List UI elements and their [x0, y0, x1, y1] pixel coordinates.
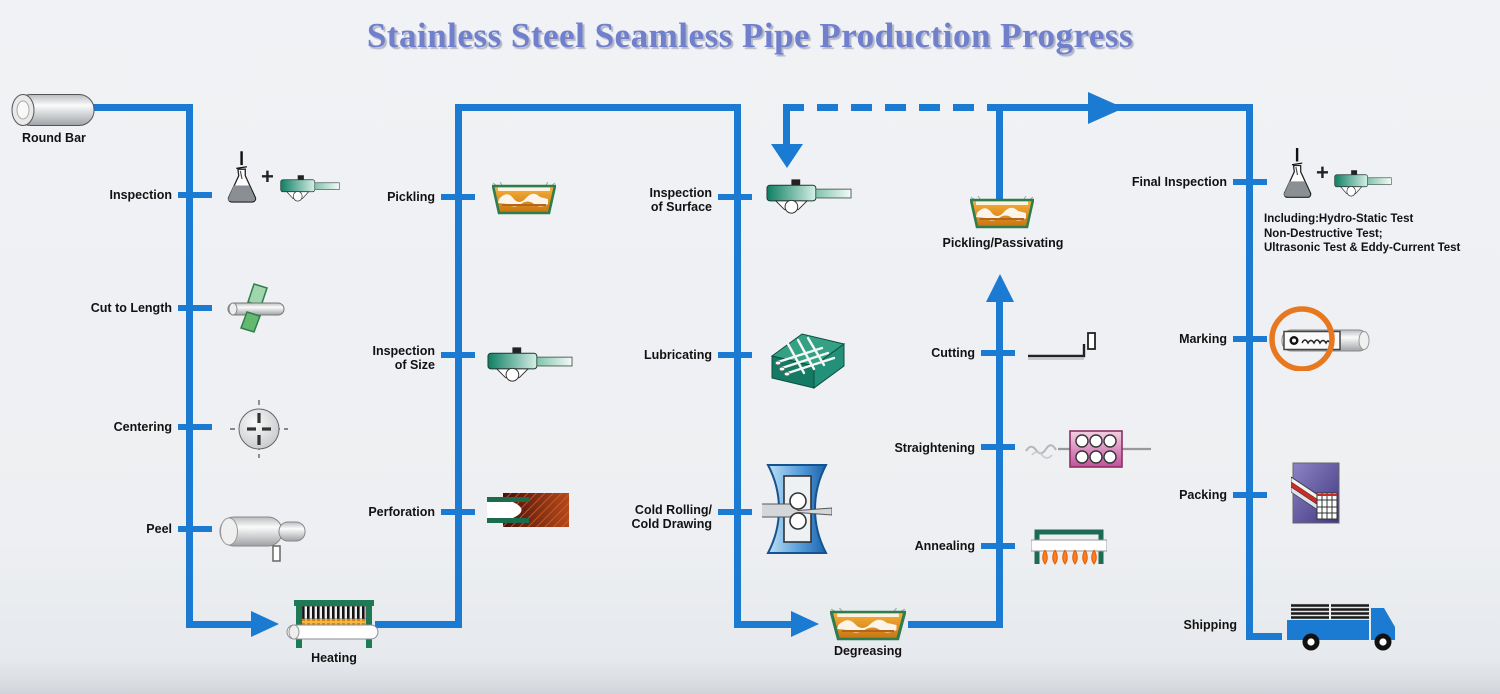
label-pickling-passivating: Pickling/Passivating [942, 236, 1064, 250]
arrow-down-to-surface-inspection [771, 144, 803, 168]
flow-line-col1-bottom [186, 621, 252, 628]
page-title: Stainless Steel Seamless Pipe Production… [366, 16, 1134, 55]
tick-cold-rolling [718, 509, 752, 515]
flow-line-heating-out [375, 621, 460, 628]
piercing-die-icon [487, 493, 569, 527]
label-inspection-of-surface: Inspection of Surface [649, 186, 712, 214]
annealing-furnace-icon [1031, 529, 1107, 565]
caliper-icon [487, 344, 573, 384]
arrow-into-degreasing [791, 611, 819, 637]
label-lubricating: Lubricating [643, 348, 712, 362]
label-inspection: Inspection [109, 188, 172, 202]
label-cut-to-length: Cut to Length [90, 301, 172, 315]
acid-bath-tank-icon [970, 196, 1034, 230]
label-degreasing: Degreasing [833, 644, 903, 658]
plus-icon: + [261, 164, 274, 189]
label-centering: Centering [113, 420, 172, 434]
marked-pipe-circled-icon [1269, 306, 1370, 371]
arrow-top-to-final [1088, 92, 1124, 124]
tick-marking [1233, 336, 1267, 342]
label-inspection-of-size: Inspection of Size [372, 344, 435, 372]
flow-line-top-b [996, 104, 1253, 111]
caliper-icon [1334, 168, 1392, 198]
flow-line-col5-vertical [1246, 104, 1253, 640]
label-shipping: Shipping [1183, 618, 1237, 632]
steel-round-bar-icon [11, 94, 95, 126]
arrow-into-heating [251, 611, 279, 637]
tick-inspection [178, 192, 212, 198]
tick-pickling [441, 194, 475, 200]
label-final-inspection-note: Including:Hydro-Static Test Non-Destruct… [1264, 213, 1461, 254]
tick-cutting [981, 350, 1015, 356]
acid-bath-tank-icon [830, 608, 906, 642]
tick-centering [178, 424, 212, 430]
label-straightening: Straightening [894, 441, 975, 455]
tick-inspection-of-surface [718, 194, 752, 200]
flow-line-col4-vertical-high [996, 104, 1003, 202]
label-round-bar: Round Bar [22, 131, 86, 145]
straightening-rolls-icon [1025, 430, 1151, 468]
cut-pipe-icon [1028, 332, 1096, 360]
crosshair-center-icon [230, 400, 288, 458]
flow-line-col4-vertical-low [996, 300, 1003, 628]
tick-inspection-of-size [441, 352, 475, 358]
label-final-inspection: Final Inspection [1131, 175, 1227, 189]
flow-line-col3-bottom [734, 621, 792, 628]
label-heating: Heating [311, 651, 357, 665]
flow-line-loopback-stub [783, 111, 790, 145]
flow-line-col3-vertical [734, 104, 741, 628]
label-perforation: Perforation [368, 505, 435, 519]
flow-dashed-loopback [783, 104, 997, 111]
tick-straightening [981, 444, 1015, 450]
flow-line-col2-vertical [455, 104, 462, 628]
saw-cutting-bar-icon [227, 283, 285, 333]
label-peel: Peel [146, 522, 172, 536]
caliper-icon [766, 176, 852, 216]
plus-icon: + [1316, 160, 1329, 185]
flask-icon [224, 146, 260, 212]
tick-packing [1233, 492, 1267, 498]
flow-line-col1-vertical [186, 104, 193, 628]
induction-furnace-icon [286, 600, 379, 648]
peeled-bar-icon [219, 516, 306, 562]
arrow-up-to-passivating [986, 274, 1014, 302]
truck-icon [1287, 603, 1395, 651]
caliper-icon [280, 173, 340, 203]
tick-perforation [441, 509, 475, 515]
label-cold-rolling: Cold Rolling/ Cold Drawing [631, 503, 712, 531]
tick-lubricating [718, 352, 752, 358]
label-packing: Packing [1179, 488, 1227, 502]
lubrication-box-icon [770, 333, 846, 389]
flow-line-to-truck [1246, 633, 1282, 640]
flow-line-top-a [455, 104, 741, 111]
label-annealing: Annealing [914, 539, 975, 553]
flask-icon [1280, 143, 1315, 207]
tick-annealing [981, 543, 1015, 549]
rolling-mill-icon [762, 464, 832, 554]
flow-line-roundbar-out [93, 104, 193, 111]
acid-bath-tank-icon [492, 182, 556, 216]
flow-line-degreasing-out [908, 621, 1003, 628]
label-marking: Marking [1179, 332, 1227, 346]
tick-cut-to-length [178, 305, 212, 311]
bundled-pipes-icon [1291, 462, 1340, 524]
tick-final-inspection [1233, 179, 1267, 185]
tick-peel [178, 526, 212, 532]
label-pickling: Pickling [387, 190, 435, 204]
label-cutting: Cutting [931, 346, 975, 360]
